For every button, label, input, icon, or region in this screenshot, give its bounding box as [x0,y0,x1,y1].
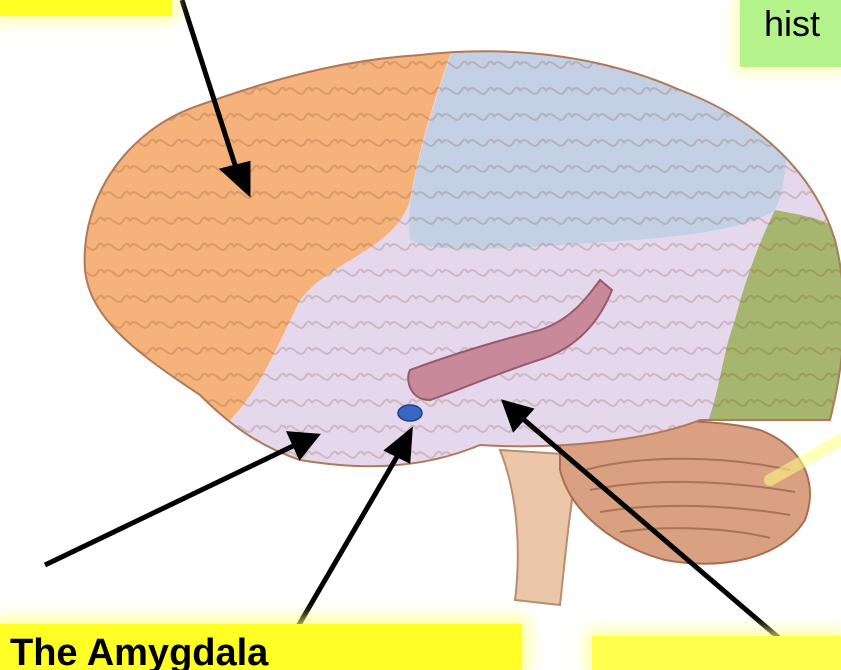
label-box-bottom-right [592,636,841,670]
label-box-top-left [0,0,172,16]
label-hist: hist [740,0,841,67]
arrow-temporal [45,446,293,565]
label-amygdala: The Amygdala [0,624,522,670]
arrow-amygdala [283,455,398,652]
amygdala-marker [398,405,422,421]
